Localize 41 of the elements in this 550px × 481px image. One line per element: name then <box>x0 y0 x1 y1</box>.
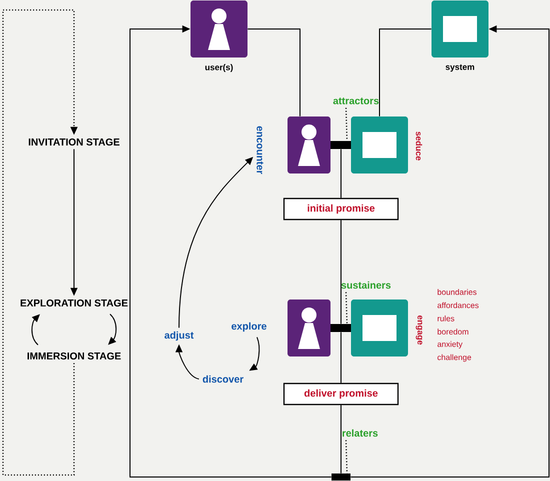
connector-line <box>340 332 342 384</box>
connector-line <box>379 28 432 117</box>
arrow <box>31 314 40 346</box>
element-label: attractors <box>333 98 379 104</box>
list-item: boundaries <box>438 289 476 295</box>
person-icon <box>190 0 248 58</box>
stage-label: EXPLORATION STAGE <box>20 299 128 307</box>
element-label: relaters <box>342 429 378 437</box>
leader-line <box>345 292 348 324</box>
arrow <box>108 314 117 345</box>
loop-arrow <box>2 9 78 476</box>
vertical-label: engage <box>416 315 422 345</box>
leader-line <box>345 440 348 474</box>
person-icon <box>288 300 330 356</box>
list-item: anxiety <box>438 341 463 349</box>
connector-line <box>340 404 342 474</box>
promise-box: initial promise <box>283 198 399 220</box>
activity-label: adjust <box>164 331 194 341</box>
icon-caption: user(s) <box>205 64 233 72</box>
person-icon <box>288 116 330 174</box>
system-icon <box>432 0 488 58</box>
stage-label: INVITATION STAGE <box>28 138 120 146</box>
arrow <box>130 25 332 478</box>
list-item: rules <box>438 315 454 322</box>
vertical-label: encounter <box>256 126 264 174</box>
activity-label: explore <box>232 322 266 332</box>
activity-label: discover <box>202 375 244 383</box>
list-item: boredom <box>438 328 468 335</box>
icon-caption: system <box>446 64 474 72</box>
vertical-label: seduce <box>416 132 422 160</box>
stage-label: IMMERSION STAGE <box>28 352 121 360</box>
list-item: affordances <box>438 302 479 308</box>
connector-line <box>247 28 300 117</box>
system-icon <box>351 300 408 356</box>
element-label: sustainers <box>341 281 391 289</box>
connector-line <box>340 220 342 324</box>
list-item: challenge <box>438 354 472 362</box>
promise-box: deliver promise <box>283 382 399 406</box>
connector-line <box>340 148 342 198</box>
leader-line <box>345 108 348 141</box>
system-icon <box>351 116 408 174</box>
